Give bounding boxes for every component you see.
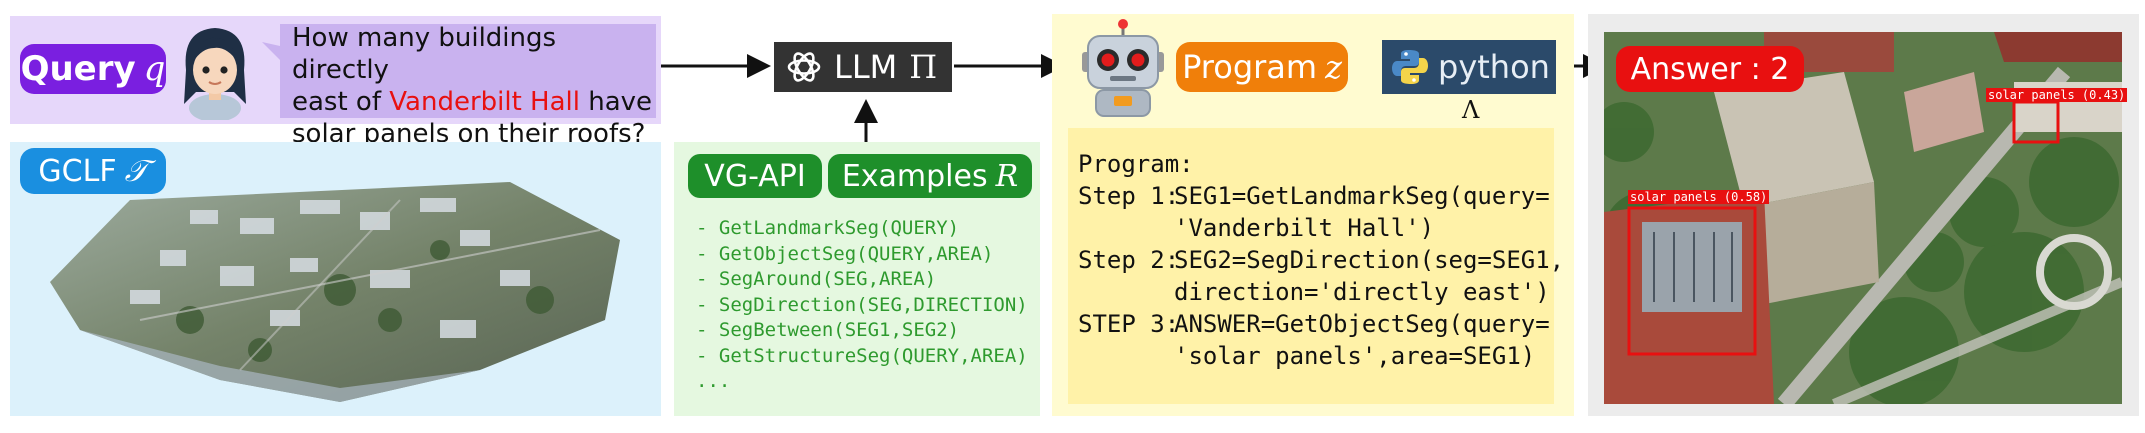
program-code-box: [1068, 128, 1554, 404]
llm-box: LLM Π: [774, 42, 952, 92]
question-line-1: How many buildings directly: [292, 23, 557, 85]
speech-bubble: [262, 24, 656, 118]
api-function-item: ...: [696, 370, 731, 392]
detection-box: [2012, 100, 2060, 144]
gclf-pill: GCLF 𝒯: [20, 148, 166, 194]
api-function-item: - GetStructureSeg(QUERY,AREA): [696, 344, 1028, 367]
question-line-2: east of Vanderbilt Hall have: [292, 87, 653, 117]
program-code: Program: Step 1:SEG1=GetLandmarkSeg(quer…: [1078, 148, 1565, 372]
llm-label: LLM: [834, 48, 898, 86]
python-logo-icon: [1392, 50, 1428, 84]
python-box: python: [1382, 40, 1556, 94]
gclf-label: GCLF: [38, 153, 117, 189]
user-avatar-icon: [184, 28, 246, 120]
detection-box: [1627, 206, 1757, 356]
program-symbol: z: [1325, 48, 1342, 86]
program-step: Step 2:SEG2=SegDirection(seg=SEG1,: [1078, 246, 1565, 274]
program-step-continuation: 'solar panels',area=SEG1): [1174, 342, 1536, 370]
openai-logo-icon: [787, 52, 821, 82]
python-symbol: Λ: [1462, 96, 1480, 124]
program-pill: Program z: [1176, 42, 1348, 92]
program-label: Program: [1182, 48, 1318, 86]
api-function-item: - GetObjectSeg(QUERY,AREA): [696, 242, 994, 265]
query-label: Query: [20, 49, 136, 89]
api-function-item: - SegDirection(SEG,DIRECTION): [696, 293, 1028, 316]
llm-symbol: Π: [909, 48, 938, 86]
vgapi-function-list: - GetLandmarkSeg(QUERY) - GetObjectSeg(Q…: [696, 216, 1036, 395]
query-symbol: q: [143, 49, 166, 89]
api-function-item: - SegBetween(SEG1,SEG2): [696, 319, 960, 341]
examples-pill: Examples R: [828, 154, 1032, 198]
examples-label: Examples: [841, 158, 988, 194]
python-label: python: [1438, 48, 1550, 86]
examples-symbol: R: [995, 158, 1019, 194]
query-pill: Query q: [20, 44, 166, 94]
gclf-symbol: 𝒯: [124, 153, 148, 189]
city-3d-reconstruction: [50, 182, 620, 402]
question-highlight: Vanderbilt Hall: [389, 87, 580, 117]
vgapi-label: VG-API: [704, 158, 806, 194]
program-step-continuation: 'Vanderbilt Hall'): [1174, 214, 1435, 242]
answer-label: Answer : 2: [1630, 51, 1790, 87]
robot-icon: [1082, 19, 1164, 117]
api-function-item: - GetLandmarkSeg(QUERY): [696, 217, 960, 239]
api-function-item: - SegAround(SEG,AREA): [696, 268, 937, 290]
vgapi-pill: VG-API: [688, 154, 822, 198]
program-heading: Program:: [1078, 150, 1194, 178]
detection-label: solar panels (0.58): [1628, 190, 1770, 204]
answer-pill: Answer : 2: [1616, 46, 1804, 92]
program-step: STEP 3:ANSWER=GetObjectSeg(query=: [1078, 310, 1550, 338]
program-step-continuation: direction='directly east'): [1174, 278, 1550, 306]
aerial-photo: [1604, 32, 2122, 404]
detection-label: solar panels (0.43): [1986, 88, 2128, 102]
program-step: Step 1:SEG1=GetLandmarkSeg(query=: [1078, 182, 1550, 210]
